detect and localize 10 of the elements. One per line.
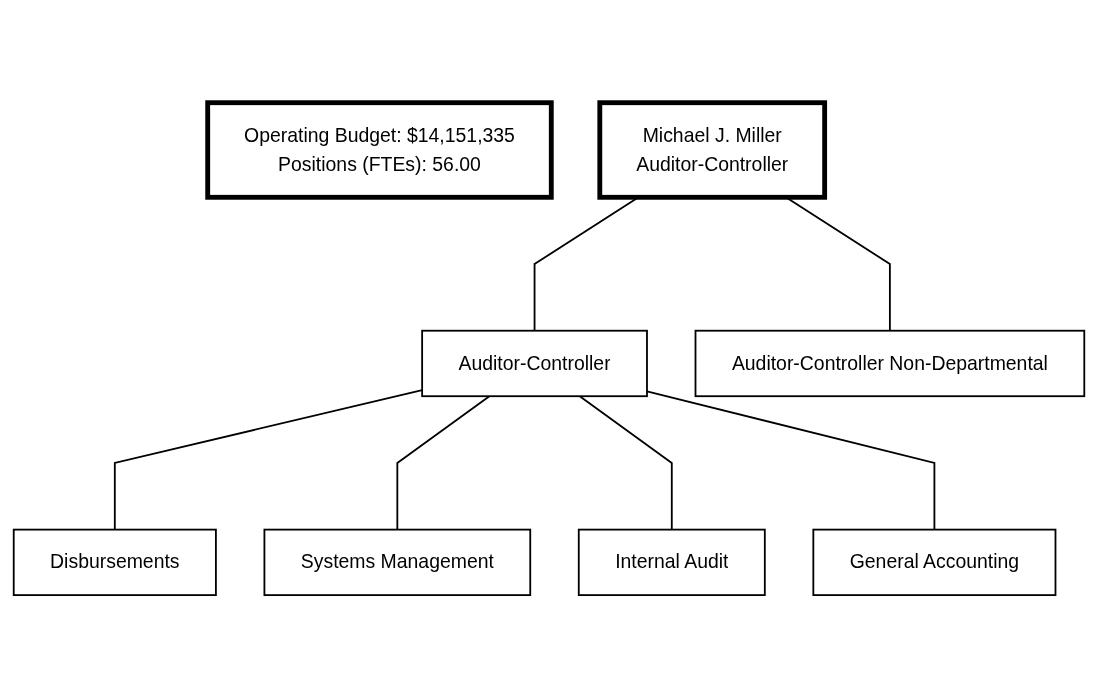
- node-box: Internal Audit: [577, 528, 766, 597]
- node-box: Disbursements: [12, 528, 217, 597]
- node-box: Michael J. Miller Auditor-Controller: [596, 100, 827, 200]
- node-box: Systems Management: [263, 528, 531, 597]
- connector: [395, 395, 490, 531]
- node-box: Operating Budget: $14,151,335 Positions (FTEs): 56.00: [204, 100, 554, 200]
- node-box: Auditor-Controller: [420, 329, 648, 398]
- node-box: Auditor-Controller Non-Departmental: [694, 329, 1085, 398]
- connector: [578, 395, 673, 531]
- node-box: General Accounting: [811, 528, 1056, 597]
